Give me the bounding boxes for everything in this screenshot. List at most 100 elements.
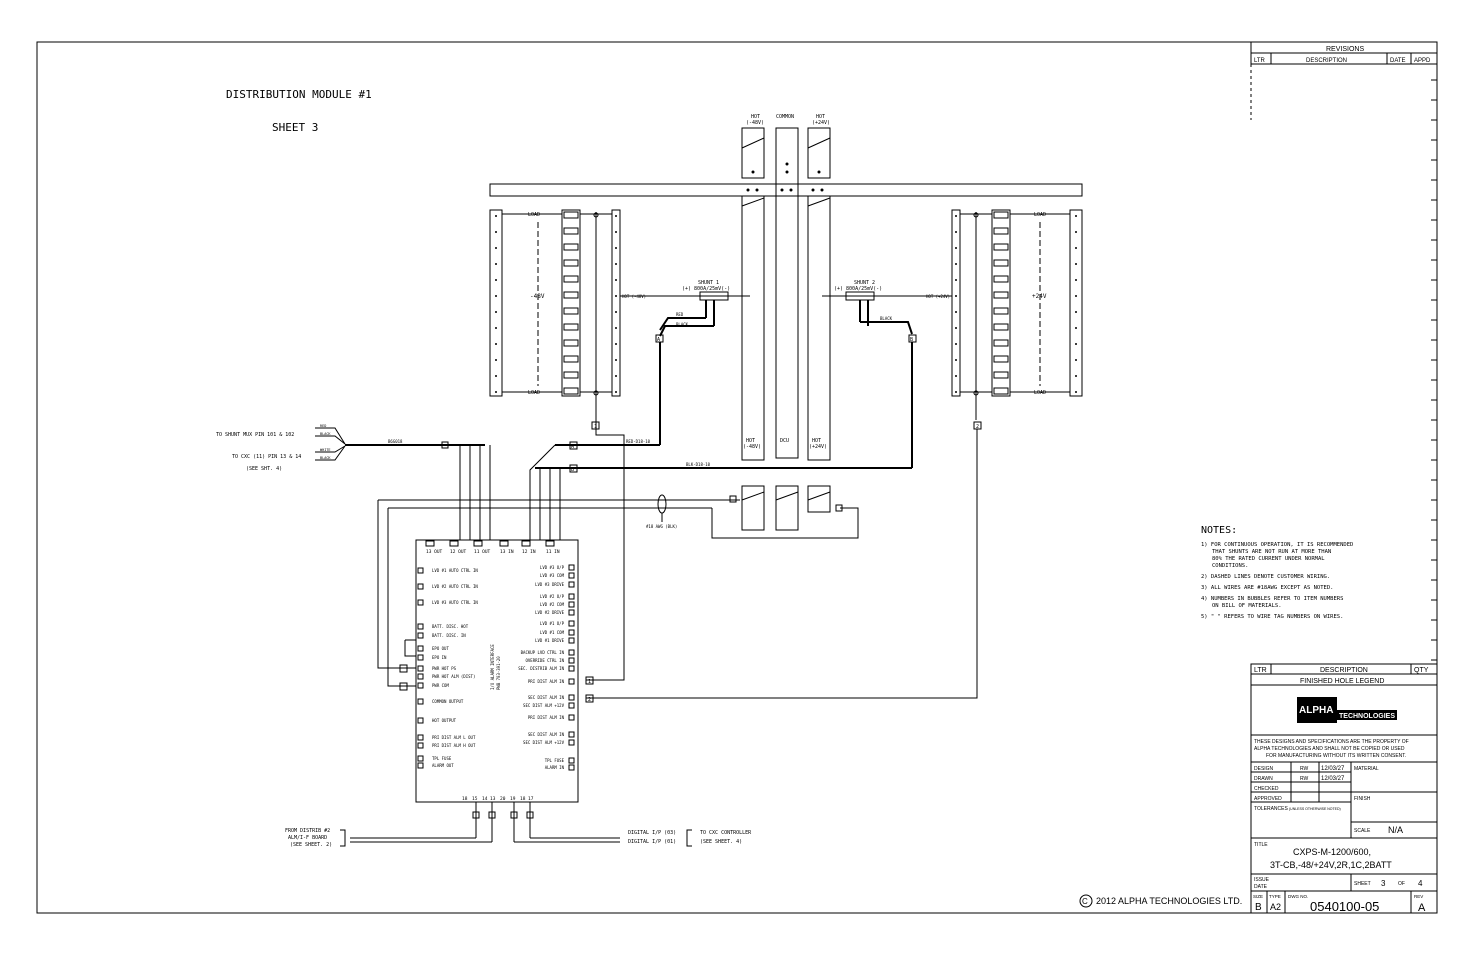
left-item-label: LVD #3 AUTO CTRL IN bbox=[432, 600, 478, 605]
tb-legend: FINISHED HOLE LEGEND bbox=[1300, 678, 1384, 685]
left-item-label: PWR COM bbox=[432, 683, 449, 688]
right-item-label: TPL FUSE bbox=[545, 758, 565, 763]
note-line: 1) FOR CONTINUOUS OPERATION, IT IS RECOM… bbox=[1201, 542, 1353, 548]
tb-col-desc: DESCRIPTION bbox=[1320, 667, 1368, 674]
right-item-label: LVD #2 COM bbox=[540, 602, 565, 607]
right-item-pin bbox=[568, 678, 575, 685]
approved-label: APPROVED bbox=[1254, 796, 1282, 802]
right-item-pin bbox=[568, 665, 575, 672]
top-pin-box bbox=[499, 540, 509, 547]
left-item-pin bbox=[417, 682, 424, 689]
right-item-pin bbox=[568, 601, 575, 608]
type-value: A2 bbox=[1270, 902, 1281, 912]
material-label: MATERIAL bbox=[1354, 766, 1379, 772]
wire-tag-a: A bbox=[571, 444, 574, 450]
dwg-label: DWG NO. bbox=[1288, 894, 1308, 899]
revisions-col-date: DATE bbox=[1390, 58, 1406, 64]
right-item-pin bbox=[568, 581, 575, 588]
shunt2-name: SHUNT 2 bbox=[854, 280, 875, 286]
disclaimer-1: THESE DESIGNS AND SPECIFICATIONS ARE THE… bbox=[1254, 739, 1409, 745]
drawn-date: 12/03/27 bbox=[1321, 776, 1345, 782]
right-item-pin bbox=[568, 649, 575, 656]
right-item-label: LVD #2 DRIVE bbox=[535, 610, 564, 615]
shunt2-rating: (+) 800A/25mV(-) bbox=[834, 286, 882, 292]
left-item-label: LVD #1 AUTO CTRL IN bbox=[432, 568, 478, 573]
top-busbars: HOT (-48V) COMMON HOT (+24V) bbox=[741, 114, 831, 459]
wire-blk: BLACK bbox=[320, 456, 331, 460]
label-bottom-hot-48-b: (-48V) bbox=[743, 444, 761, 450]
left-hot-label: HOT (-48V) bbox=[622, 294, 646, 299]
right-item-label: LVD #3 O/P bbox=[540, 565, 565, 570]
left-voltage: -48V bbox=[530, 293, 545, 300]
checked-label: CHECKED bbox=[1254, 786, 1279, 792]
from-distrib-1: FROM DISTRIB #2 bbox=[285, 828, 330, 834]
note-line: 4) NUMBERS IN BUBBLES REFER TO ITEM NUMB… bbox=[1201, 596, 1343, 602]
see-sht4: (SEE SHT. 4) bbox=[246, 466, 282, 472]
right-item-label: PRI DIST ALM IN bbox=[528, 715, 565, 720]
left-item-pin bbox=[417, 599, 424, 606]
left-item-pin bbox=[417, 742, 424, 749]
logo-text: ALPHA bbox=[1299, 705, 1333, 716]
copyright-text: 2012 ALPHA TECHNOLOGIES LTD. bbox=[1096, 896, 1242, 906]
shunt1-tag: A bbox=[657, 337, 660, 343]
left-item-pin bbox=[417, 632, 424, 639]
digital-2: DIGITAL I/P (01) bbox=[628, 839, 676, 845]
right-item-label: LVD #1 DRIVE bbox=[535, 638, 564, 643]
shunt2-black: BLACK bbox=[880, 316, 893, 321]
bottom-pin-label: 14 bbox=[482, 796, 488, 802]
awg-note: #18 AWG (BLK) bbox=[646, 524, 677, 529]
revisions-title: REVISIONS bbox=[1326, 46, 1364, 53]
top-pin-label: 12 IN bbox=[522, 549, 536, 555]
design-date: 12/03/27 bbox=[1321, 766, 1345, 772]
shunt1-red: RED bbox=[676, 312, 684, 317]
tag-2-top: 2 bbox=[976, 424, 979, 430]
tag-1-top: 1 bbox=[594, 424, 597, 430]
digital-1: DIGITAL I/P (03) bbox=[628, 830, 676, 836]
note-line: 80% THE RATED CURRENT UNDER NORMAL bbox=[1212, 556, 1325, 562]
issue-date-label: DATE bbox=[1254, 884, 1268, 890]
label-hot-48-a: HOT bbox=[751, 114, 760, 120]
bottom-pin-label: 17 bbox=[528, 796, 534, 802]
right-voltage: +24V bbox=[1032, 293, 1047, 300]
right-item-pin bbox=[568, 572, 575, 579]
from-distrib-3: (SEE SHEET. 2) bbox=[290, 842, 332, 848]
left-item-pin bbox=[417, 654, 424, 661]
right-item-pin bbox=[568, 637, 575, 644]
wire-white: WHITE bbox=[320, 448, 331, 452]
copyright-icon bbox=[1079, 894, 1093, 908]
size-value: B bbox=[1255, 902, 1262, 913]
design-label: DESIGN bbox=[1254, 766, 1274, 772]
left-panel: LOAD LOAD -48V HOT (-48V) bbox=[489, 209, 750, 420]
right-item-label: LVD #3 DRIVE bbox=[535, 582, 564, 587]
board-name: I/O ALARM INTERFACE bbox=[490, 644, 495, 690]
right-item-pin bbox=[568, 609, 575, 616]
alpha-logo: ALPHA TECHNOLOGIES bbox=[1297, 697, 1397, 723]
tb-col-ltr: LTR bbox=[1254, 667, 1267, 674]
revisions-col-ltr: LTR bbox=[1254, 58, 1266, 64]
note-line: ON BILL OF MATERIALS. bbox=[1212, 603, 1282, 609]
from-distrib-2: ALM/I-F BOARD bbox=[288, 835, 327, 841]
label-bottom-hot-24-a: HOT bbox=[812, 438, 821, 444]
tolerances-note: (UNLESS OTHERWISE NOTED) bbox=[1289, 807, 1341, 811]
wire-tag-b: B bbox=[571, 467, 574, 473]
shunt1-black: BLACK bbox=[676, 322, 689, 327]
notes: NOTES: bbox=[1201, 525, 1237, 536]
drawn-label: DRAWN bbox=[1254, 776, 1273, 782]
io-left-items: LVD #1 AUTO CTRL IN LVD #2 AUTO CTRL IN LV… bbox=[417, 567, 478, 769]
left-item-pin bbox=[417, 698, 424, 705]
right-item-pin bbox=[568, 757, 575, 764]
left-item-label: HOT OUTPUT bbox=[432, 718, 457, 723]
label-bottom-hot-48-a: HOT bbox=[746, 438, 755, 444]
revisions-block: REVISIONS LTR DESCRIPTION DATE APPD bbox=[1250, 41, 1438, 120]
board-pn: PWB 703-391-20 bbox=[496, 656, 501, 690]
copyright: C 2012 ALPHA TECHNOLOGIES LTD. bbox=[1079, 894, 1242, 908]
left-item-pin bbox=[417, 567, 424, 574]
sheet-total: 4 bbox=[1418, 879, 1423, 888]
mid-wiring: TO SHUNT MUX PIN 101 & 102 TO CXC (11) P… bbox=[216, 420, 982, 699]
logo-sub: TECHNOLOGIES bbox=[1339, 713, 1395, 720]
right-item-label: SEC DIST ALM +12V bbox=[523, 740, 565, 745]
left-item-label: LVD #2 AUTO CTRL IN bbox=[432, 584, 478, 589]
sheet-num: 3 bbox=[1381, 879, 1386, 888]
